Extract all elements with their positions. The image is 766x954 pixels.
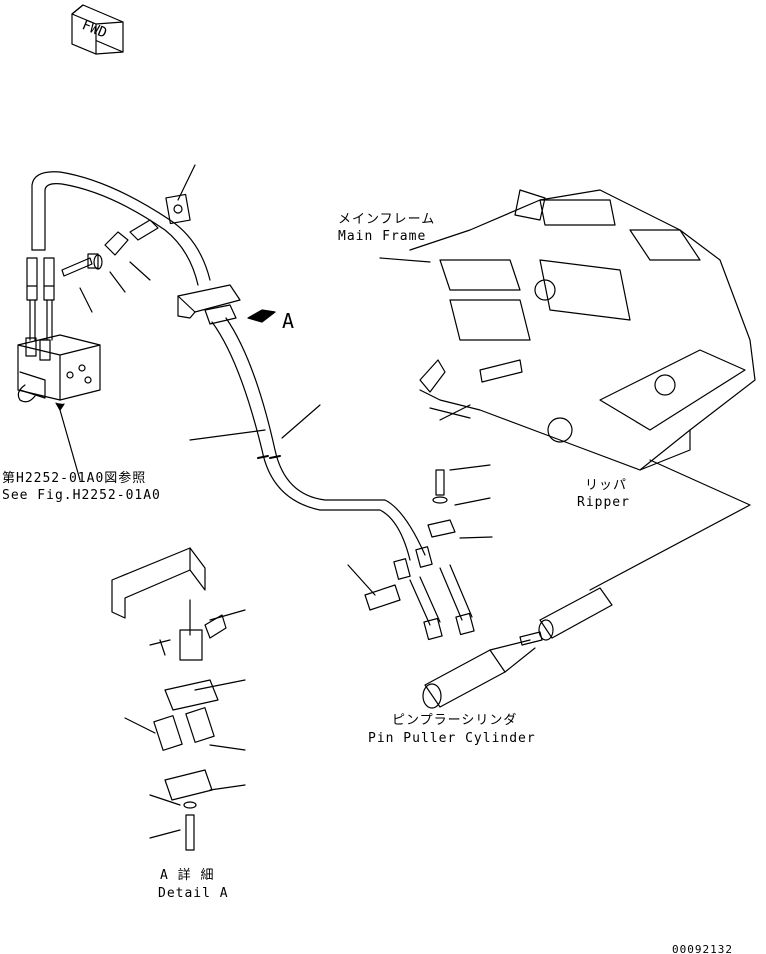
- leader-lines: [55, 164, 493, 839]
- detail-a-parts: [111, 547, 227, 851]
- hose-upper: [26, 171, 211, 341]
- see-fig-en-label: See Fig.H2252-01A0: [2, 488, 161, 503]
- ripper-en-label: Ripper: [577, 495, 630, 510]
- valve-block: [17, 334, 101, 403]
- fwd-arrow-icon: FWD: [71, 4, 124, 55]
- bolt-parts-upper: [61, 193, 191, 277]
- ripper-jp-label: リッパ: [585, 478, 628, 493]
- main-frame: [409, 189, 756, 471]
- main-frame-jp-label: メインフレーム: [338, 212, 436, 227]
- see-fig-jp-label: 第H2252-01A0図参照: [2, 471, 147, 486]
- hose-lower-fittings: [364, 469, 475, 641]
- detail-jp-label: A 詳 細: [160, 868, 215, 883]
- detail-en-label: Detail A: [158, 886, 229, 901]
- view-arrow-icon: [247, 309, 276, 323]
- callout-letter-a: A: [282, 309, 296, 333]
- pin-puller-en-label: Pin Puller Cylinder: [368, 731, 536, 746]
- clamp-bracket: [177, 284, 241, 325]
- hose-middle: [211, 317, 426, 561]
- drawing-number: 00092132: [672, 943, 733, 954]
- pin-puller-jp-label: ピンプラーシリンダ: [392, 713, 518, 728]
- main-frame-en-label: Main Frame: [338, 229, 427, 244]
- pin-puller-cylinder: [422, 587, 613, 709]
- leader-cylinder: [589, 459, 751, 591]
